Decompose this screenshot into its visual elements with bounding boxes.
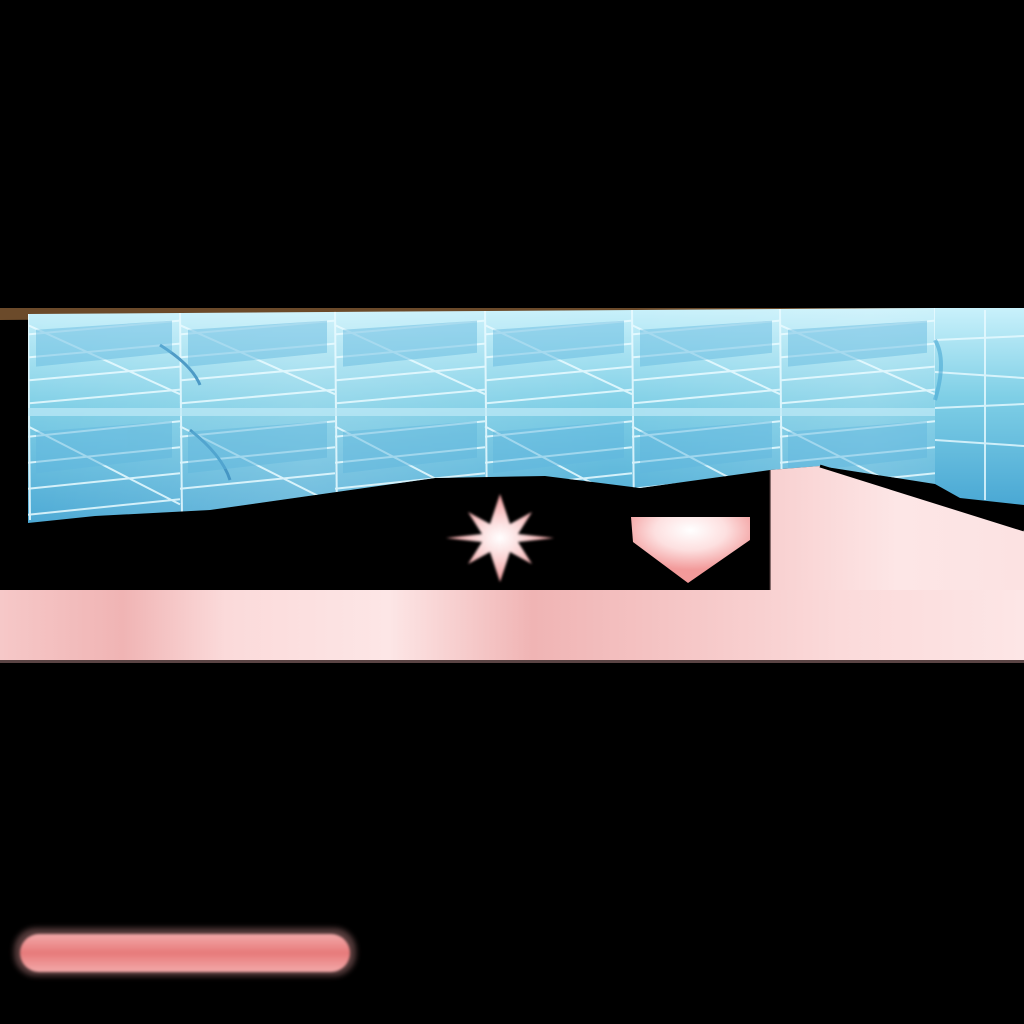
pink-floor <box>0 590 1024 663</box>
health-bar <box>14 928 356 976</box>
pink-step <box>769 464 1024 590</box>
gem-pickup[interactable] <box>631 517 750 583</box>
pentagon-gem-icon <box>631 517 750 583</box>
health-bar-fill <box>20 934 350 972</box>
star-pickup[interactable] <box>446 494 554 582</box>
eight-point-star-icon <box>446 494 554 582</box>
ice-ceiling <box>28 308 935 523</box>
ice-ceiling-right <box>933 308 1024 505</box>
